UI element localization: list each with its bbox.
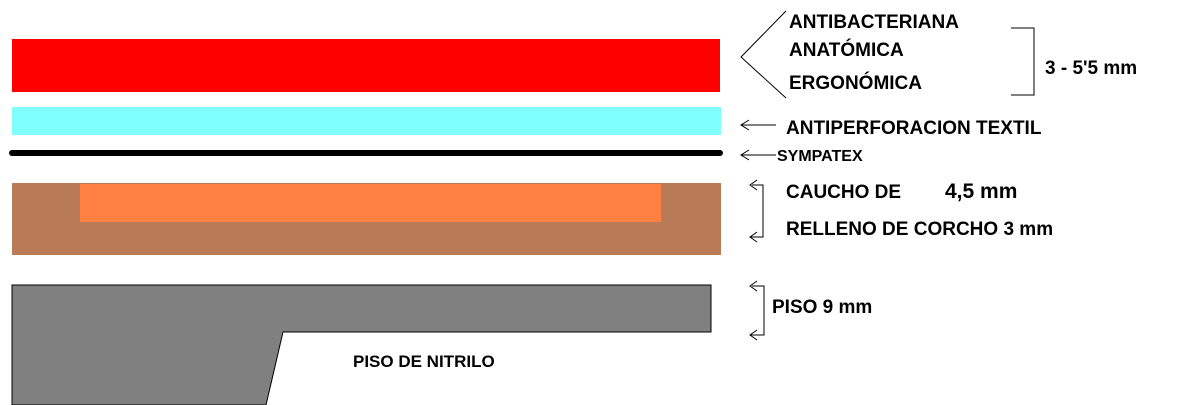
top-group-callout-triangle <box>740 10 787 99</box>
label-cork-filling: RELLENO DE CORCHO 3 mm <box>786 219 1053 240</box>
antiperforation-textile-layer <box>12 107 721 135</box>
antibacterial-layer <box>12 39 720 92</box>
label-sympatex: SYMPATEX <box>777 148 863 165</box>
label-rubber-value: 4,5 mm <box>945 180 1017 203</box>
label-sole-thickness: PISO 9 mm <box>772 297 872 318</box>
textile-arrow-icon <box>740 119 776 131</box>
label-ergonomic: ERGONÓMICA <box>789 72 922 94</box>
label-rubber: CAUCHO DE 4,5 mm <box>786 180 1017 203</box>
sympatex-arrow-icon <box>740 149 776 161</box>
label-rubber-prefix: CAUCHO DE <box>786 182 901 203</box>
nitrile-sole <box>11 284 712 405</box>
top-group-bracket <box>1011 27 1035 96</box>
label-nitrile-sole: PISO DE NITRILO <box>353 352 495 371</box>
cork-filling <box>80 184 661 222</box>
cork-bracket-icon <box>749 179 764 243</box>
label-antiperforation-textile: ANTIPERFORACION TEXTIL <box>786 118 1042 139</box>
label-antibacterial: ANTIBACTERIANA <box>789 12 959 33</box>
sole-bracket-icon <box>749 280 765 341</box>
label-anatomical: ANATÓMICA <box>789 39 904 61</box>
label-top-thickness: 3 - 5'5 mm <box>1045 58 1137 79</box>
